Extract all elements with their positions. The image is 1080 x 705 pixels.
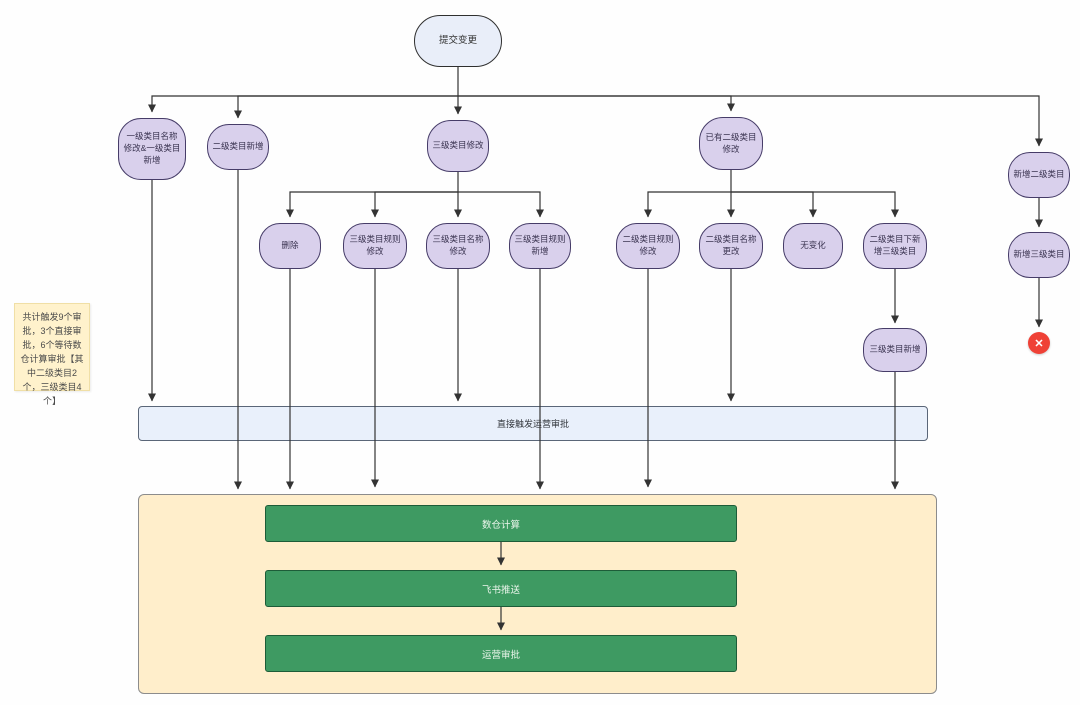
node-add-level3-under-level2-label: 二级类目下新增三级类目 (869, 234, 921, 256)
node-level2-add-label: 二级类目新增 (212, 141, 264, 152)
node-level3-modify[interactable]: 三级类目修改 (427, 120, 489, 172)
x-icon: ✕ (1034, 337, 1044, 350)
step-feishu-push[interactable]: 飞书推送 (265, 570, 737, 607)
node-existing-level2-modify-label: 已有二级类目修改 (705, 131, 757, 154)
node-new-level3[interactable]: 新增三级类目 (1008, 232, 1070, 278)
step-ops-approval[interactable]: 运营审批 (265, 635, 737, 672)
node-level2-name-change[interactable]: 二级类目名称更改 (699, 223, 763, 269)
node-delete[interactable]: 删除 (259, 223, 321, 269)
node-level3-add-label: 三级类目新增 (869, 344, 921, 355)
step-warehouse-calc[interactable]: 数仓计算 (265, 505, 737, 542)
summary-note-text: 共计触发9个审批，3个直接审批，6个等待数仓计算审批【其中二级类目2个，三级类目… (20, 312, 84, 406)
node-level3-rule-add[interactable]: 三级类目规则新增 (509, 223, 571, 269)
step-ops-approval-label: 运营审批 (481, 649, 520, 661)
node-existing-level2-modify[interactable]: 已有二级类目修改 (699, 117, 763, 170)
node-level2-add[interactable]: 二级类目新增 (207, 124, 269, 170)
node-submit-change-label: 提交变更 (438, 35, 477, 47)
node-new-level2[interactable]: 新增二级类目 (1008, 152, 1070, 198)
terminator-error-icon[interactable]: ✕ (1028, 332, 1050, 354)
step-feishu-push-label: 飞书推送 (481, 584, 520, 596)
node-new-level3-label: 新增三级类目 (1013, 249, 1065, 260)
node-level2-name-change-label: 二级类目名称更改 (705, 234, 757, 256)
node-level3-modify-label: 三级类目修改 (432, 140, 484, 151)
node-no-change-label: 无变化 (800, 240, 826, 251)
node-level3-add[interactable]: 三级类目新增 (863, 328, 927, 372)
node-no-change[interactable]: 无变化 (783, 223, 843, 269)
node-level2-rule-modify[interactable]: 二级类目规则修改 (616, 223, 680, 269)
node-submit-change[interactable]: 提交变更 (414, 15, 502, 67)
node-level3-name-modify-label: 三级类目名称修改 (432, 234, 484, 256)
direct-approval-bar[interactable]: 直接触发运营审批 (138, 406, 928, 441)
step-warehouse-calc-label: 数仓计算 (481, 519, 520, 531)
node-new-level2-label: 新增二级类目 (1013, 169, 1065, 180)
node-delete-label: 删除 (281, 240, 299, 251)
node-level2-rule-modify-label: 二级类目规则修改 (622, 234, 674, 256)
direct-approval-bar-label: 直接触发运营审批 (496, 419, 569, 429)
node-level3-rule-modify-label: 三级类目规则修改 (349, 234, 401, 256)
node-level1-rename-add-label: 一级类目名称修改&一级类目新增 (123, 131, 181, 165)
node-level1-rename-add[interactable]: 一级类目名称修改&一级类目新增 (118, 118, 186, 180)
summary-sticky-note[interactable]: 共计触发9个审批，3个直接审批，6个等待数仓计算审批【其中二级类目2个，三级类目… (14, 303, 90, 406)
node-add-level3-under-level2[interactable]: 二级类目下新增三级类目 (863, 223, 927, 269)
node-level3-name-modify[interactable]: 三级类目名称修改 (426, 223, 490, 269)
node-level3-rule-add-label: 三级类目规则新增 (514, 234, 566, 256)
node-level3-rule-modify[interactable]: 三级类目规则修改 (343, 223, 407, 269)
